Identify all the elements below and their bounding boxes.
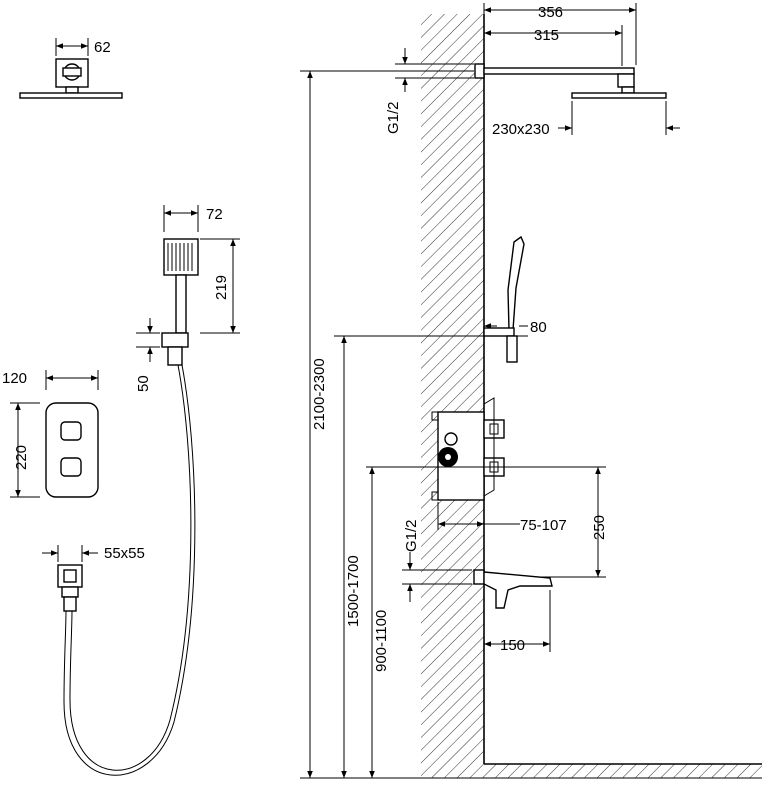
shower-head-side-view: 62: [19, 38, 123, 99]
arm-length-label: 315: [534, 27, 559, 44]
hand-shower: 72 219 50: [135, 205, 240, 392]
concealed-mixer: 75-107 250: [366, 397, 608, 578]
control-panel: 120 220: [2, 370, 99, 498]
handshower-width-label: 72: [206, 206, 223, 223]
mixer-height-label: 1500-1700: [345, 555, 362, 627]
wall-outlet: 55x55: [42, 545, 145, 612]
shower-hose: [63, 364, 196, 776]
spout-height-label: 900-1100: [373, 610, 390, 672]
wall-hand-shower: 80: [483, 235, 547, 363]
handshower-length-label: 219: [213, 275, 230, 300]
panel-height-label: 220: [13, 445, 30, 470]
outlet-size-label: 55x55: [104, 545, 145, 562]
holder-height-label: 50: [135, 375, 152, 392]
arm-connection-label: G1/2: [385, 101, 402, 134]
overhead-shower: 356 315 G1/2 230x230: [385, 3, 680, 138]
head-size-label: 230x230: [492, 121, 550, 138]
panel-width-label: 120: [2, 370, 27, 387]
bath-spout: G1/2 150: [402, 519, 553, 654]
mixer-to-spout-label: 250: [591, 515, 608, 540]
spout-connection-label: G1/2: [403, 519, 420, 552]
total-height-label: 2100-2300: [311, 358, 328, 430]
height-dimensions: 2100-2300 1500-1700 900-1100: [300, 70, 762, 779]
arm-total-label: 356: [538, 4, 563, 21]
mixer-depth-label: 75-107: [520, 517, 567, 534]
head-side-width-label: 62: [94, 39, 111, 56]
holder-projection-label: 80: [530, 319, 547, 336]
spout-length-label: 150: [500, 637, 525, 654]
wall-section: [421, 14, 762, 778]
